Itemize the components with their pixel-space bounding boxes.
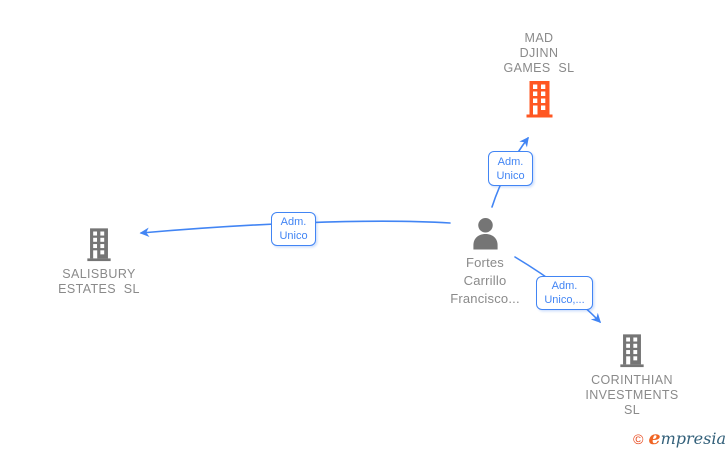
brand-letter-e: e — [648, 427, 661, 449]
edge-label-line: Unico — [279, 230, 308, 242]
edge-label-line: Unico,... — [544, 294, 585, 306]
person-node-fortes-carrillo-francisco[interactable]: Fortes Carrillo Francisco... — [424, 217, 546, 308]
edge-label-adm-unico-salisbury[interactable]: Adm. Unico — [271, 212, 316, 246]
person-name-line: Carrillo — [463, 273, 507, 288]
edge-label-line: Adm. — [497, 155, 524, 168]
company-name-line: SL — [623, 403, 641, 417]
company-node-corinthian-investments-sl[interactable]: CORINTHIAN INVESTMENTS SL — [571, 332, 693, 418]
brand-text: empresia — [649, 427, 727, 449]
person-name-line: Francisco... — [450, 291, 520, 306]
edge-label-line: Unico — [496, 169, 525, 182]
company-name-line: DJINN — [519, 46, 559, 60]
empresia-logo[interactable]: © empresia — [633, 427, 726, 449]
company-name-line: CORINTHIAN — [591, 373, 673, 387]
company-name-line: ESTATES SL — [58, 282, 140, 296]
building-icon — [620, 334, 644, 368]
edge-label-adm-unico-corinthian[interactable]: Adm. Unico,... — [536, 276, 593, 310]
edge-label-line: Adm. — [551, 280, 578, 292]
building-icon — [87, 228, 111, 262]
person-name-line: Fortes — [465, 255, 505, 270]
person-icon — [472, 218, 498, 250]
company-node-mad-djinn-games-sl[interactable]: MAD DJINN GAMES SL — [478, 31, 600, 118]
edge-label-line: Adm. — [280, 216, 307, 228]
company-name-line: INVESTMENTS — [585, 388, 679, 402]
company-name-line: SALISBURY — [62, 267, 136, 281]
building-icon — [526, 81, 552, 118]
company-name-line: GAMES SL — [503, 61, 575, 75]
company-node-salisbury-estates-sl[interactable]: SALISBURY ESTATES SL — [38, 226, 160, 297]
edge-label-adm-unico-mad-djinn[interactable]: Adm. Unico — [488, 151, 533, 186]
company-name-line: MAD — [524, 31, 554, 45]
copyright-symbol: © — [633, 431, 644, 447]
brand-rest: mpresia — [660, 429, 726, 448]
